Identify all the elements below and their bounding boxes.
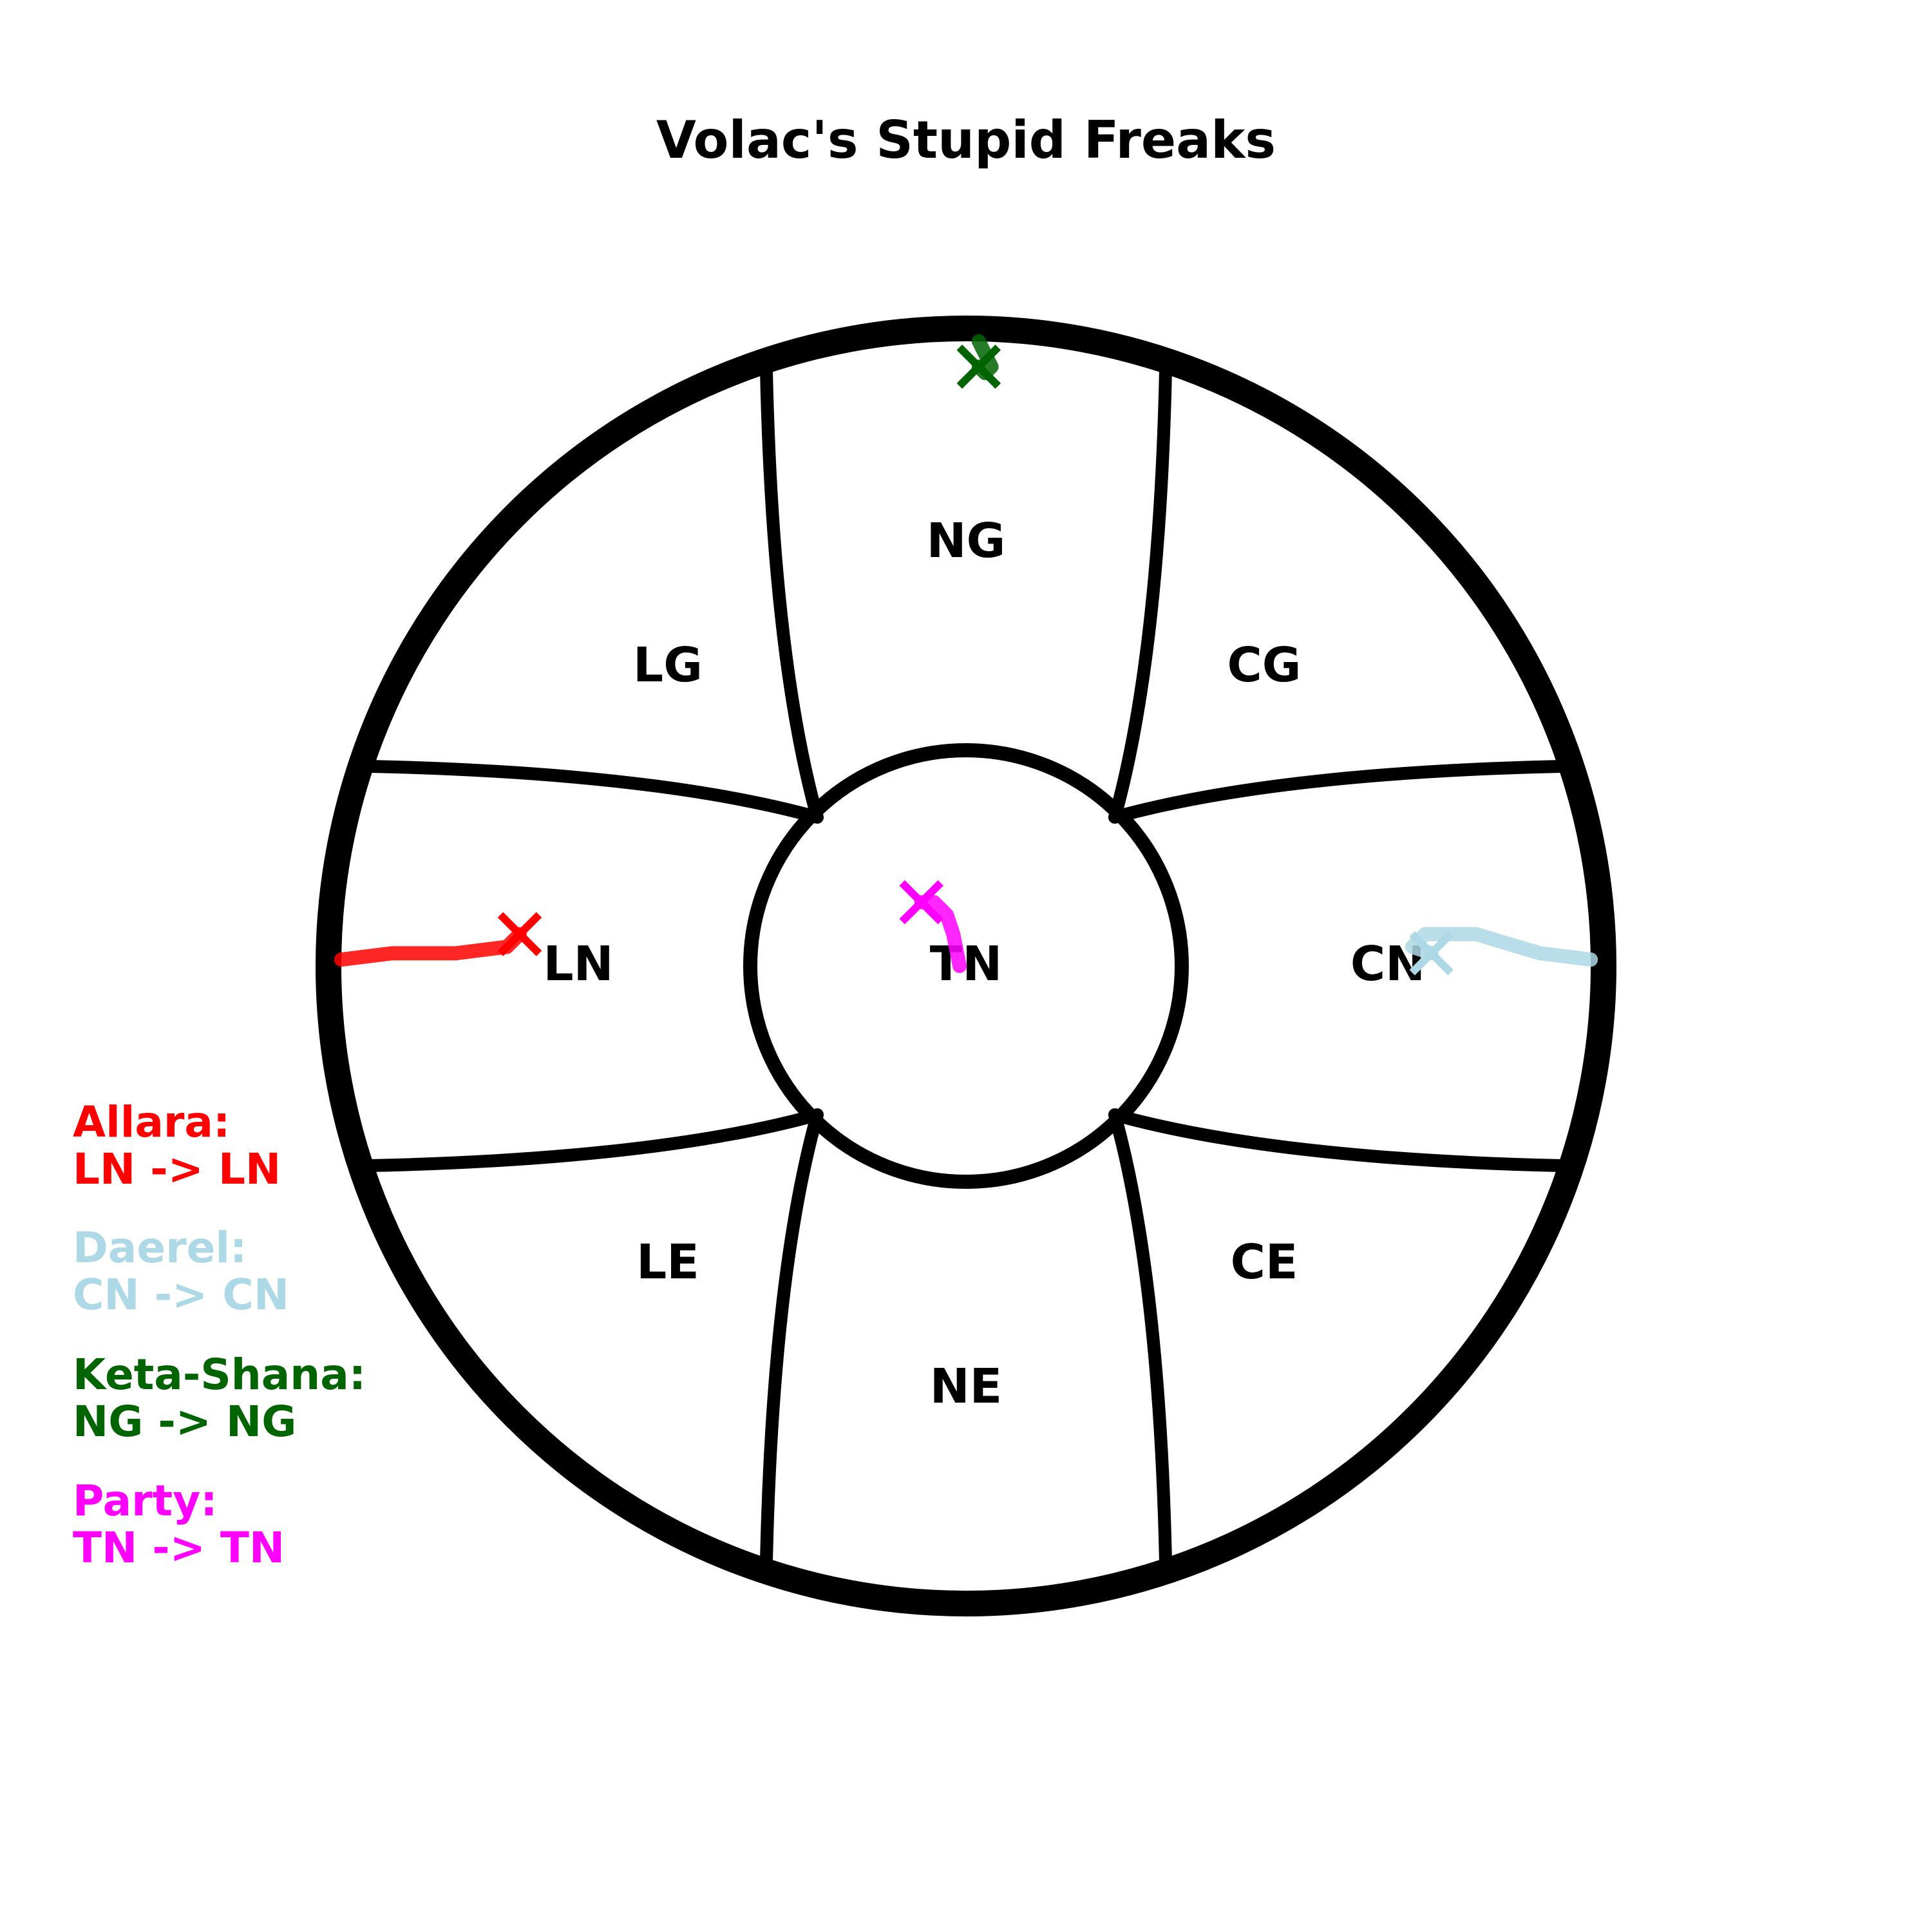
region-label-lg: LG — [633, 638, 703, 693]
divider-lg-ln — [364, 760, 824, 824]
character-marks — [334, 334, 1598, 976]
inner-circle — [743, 743, 1189, 1189]
divider-le-ne — [760, 1108, 824, 1568]
legend-change-keta-shana: NG -> NG — [73, 1397, 296, 1446]
legend-change-party: TN -> TN — [73, 1523, 285, 1573]
region-label-ce: CE — [1231, 1235, 1298, 1290]
divider-ln-le — [364, 1108, 824, 1172]
dividers — [364, 364, 1568, 1568]
region-labels: NG LG CG LN TN CN LE CE NE — [543, 513, 1425, 1414]
trail-allara — [334, 927, 527, 967]
divider-cg-cn — [1108, 760, 1568, 824]
region-label-le: LE — [636, 1235, 699, 1290]
final-marker-allara — [497, 912, 542, 956]
legend-name-allara: Allara: — [73, 1097, 230, 1147]
chart-title: Volac's Stupid Freaks — [656, 110, 1276, 170]
region-label-ne: NE — [930, 1359, 1002, 1414]
legend-change-daerel: CN -> CN — [73, 1270, 289, 1320]
divider-ng-cg — [1108, 364, 1172, 824]
divider-ng-lg — [760, 364, 824, 824]
region-label-ng: NG — [927, 513, 1006, 569]
final-marker-party — [899, 880, 943, 925]
final-marker-keta-shana — [956, 345, 1001, 389]
divider-ce-ne — [1108, 1108, 1172, 1568]
region-label-cg: CG — [1227, 638, 1301, 693]
trail-party — [914, 895, 967, 973]
legend-name-daerel: Daerel: — [73, 1223, 247, 1273]
legend-change-allara: LN -> LN — [73, 1144, 281, 1194]
legend-name-party: Party: — [73, 1476, 218, 1526]
region-label-ln: LN — [543, 936, 613, 992]
final-marker-daerel — [1409, 931, 1454, 976]
legend-name-keta-shana: Keta-Shana: — [73, 1350, 366, 1399]
legend: Allara: LN -> LN Daerel: CN -> CN Keta-S… — [73, 1097, 366, 1573]
divider-cn-ce — [1108, 1108, 1568, 1172]
outer-ring — [316, 316, 1616, 1616]
